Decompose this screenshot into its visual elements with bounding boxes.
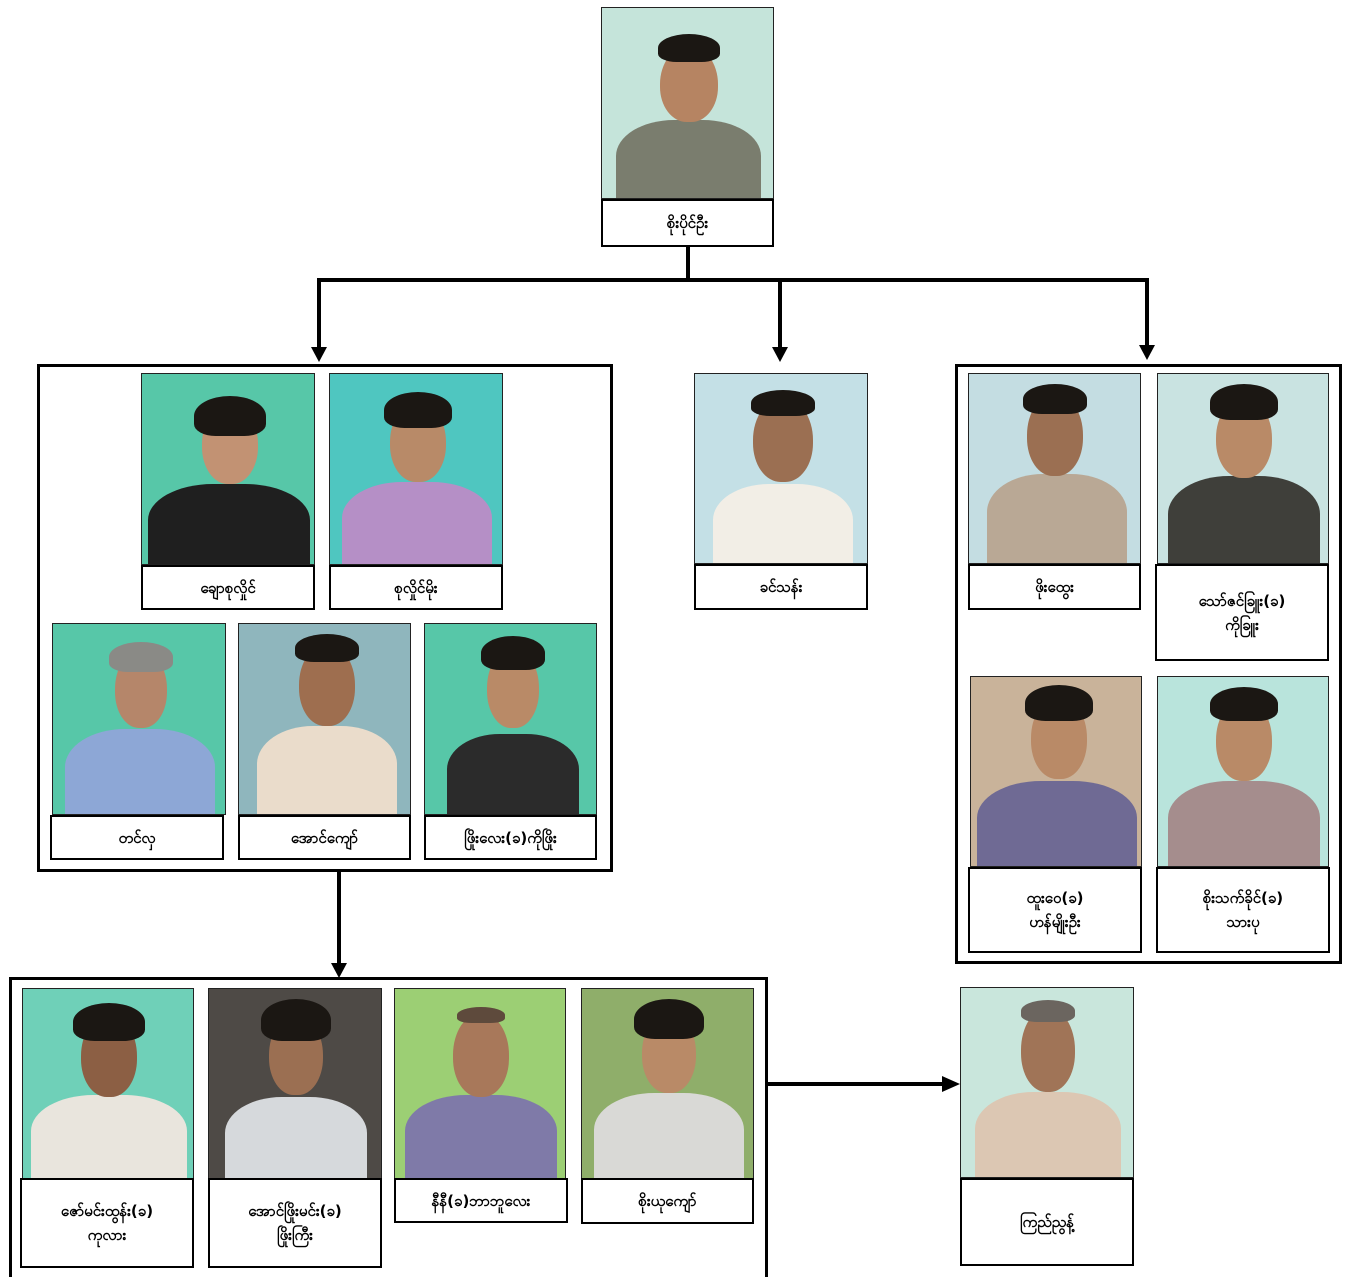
name-g1-1: ချောစုလှိုင်	[141, 565, 315, 610]
torso	[31, 1095, 187, 1178]
hair	[457, 1007, 505, 1023]
torso	[977, 781, 1137, 866]
name-alias: ဖြိုးကြီး	[277, 1226, 313, 1244]
hair	[295, 634, 359, 662]
photo-g3-1	[22, 988, 194, 1179]
torso	[616, 120, 761, 198]
photo-g3-3	[394, 988, 566, 1179]
hair	[194, 396, 266, 436]
arrowhead-group2	[1139, 345, 1155, 360]
name-text: အောင်ဖြိုးမင်း(ခ)	[248, 1202, 342, 1220]
hair	[73, 1003, 145, 1041]
hair	[261, 999, 331, 1041]
hair	[634, 999, 704, 1039]
name-text: စိုးယုကျော်	[638, 1192, 697, 1210]
name-text: ကြည်ညွန့်	[1020, 1213, 1074, 1231]
name-last: ကြည်ညွန့်	[960, 1178, 1134, 1266]
name-g3-4: စိုးယုကျော်	[581, 1178, 754, 1224]
arrowhead-group1	[311, 347, 327, 362]
photo-g3-4	[581, 988, 754, 1179]
torso	[405, 1095, 557, 1178]
torso	[342, 482, 492, 564]
name-alias: ကုလား	[87, 1226, 127, 1244]
photo-g3-2	[208, 988, 382, 1179]
face	[453, 1013, 509, 1097]
name-text: ခင်သန်း	[759, 578, 803, 596]
photo-g1-4	[238, 623, 411, 815]
name-text: ဇော်မင်းထွန်း(ခ)	[60, 1202, 154, 1220]
photo-g2-2	[1157, 373, 1329, 564]
name-g3-3: နီနီ(ခ)ဘာဘူလေး	[394, 1178, 568, 1223]
photo-g1-5	[424, 623, 597, 815]
torso	[65, 729, 215, 814]
name-text: အောင်ကျော်	[290, 828, 359, 847]
hair	[1210, 687, 1278, 721]
torso	[987, 474, 1127, 563]
photo-g2-1	[968, 373, 1141, 564]
arrowhead-last	[942, 1076, 960, 1092]
photo-mid	[694, 373, 868, 564]
name-text: သော်ဇင်ခြူး(ခ)	[1198, 591, 1286, 610]
name-leader: စိုးပိုင်ဦး	[601, 199, 774, 247]
hair	[481, 636, 545, 670]
photo-leader	[601, 7, 774, 199]
name-g3-1: ဇော်မင်းထွန်း(ခ) ကုလား	[20, 1178, 194, 1268]
name-g2-1: ဖိုးထွေး	[968, 564, 1141, 610]
name-alias: ဟန်မျိုးဦး	[1029, 913, 1081, 931]
name-text: ဖိုးထွေး	[1035, 578, 1074, 596]
hair	[109, 642, 173, 672]
name-alias: ကိုခြူး	[1225, 615, 1259, 634]
torso	[447, 734, 579, 814]
name-g1-5: ဖြိုးလေး(ခ)ကိုဖြိုး	[424, 815, 597, 860]
name-g1-2: စုလှိုင်မိုး	[329, 565, 503, 610]
name-g2-3: ထူးဝေ(ခ) ဟန်မျိုးဦး	[968, 867, 1142, 953]
photo-last	[960, 987, 1134, 1178]
photo-g2-3	[970, 676, 1142, 867]
torso	[257, 726, 397, 814]
torso	[975, 1092, 1121, 1177]
hair	[751, 390, 815, 416]
photo-g2-4	[1157, 676, 1329, 867]
name-g3-2: အောင်ဖြိုးမင်း(ခ) ဖြိုးကြီး	[208, 1178, 382, 1268]
hair	[1210, 384, 1278, 420]
hair	[1023, 384, 1087, 414]
name-text: ထူးဝေ(ခ)	[1026, 889, 1084, 907]
photo-g1-1	[141, 373, 315, 565]
photo-g1-2	[329, 373, 503, 565]
torso	[594, 1093, 744, 1178]
name-text: နီနီ(ခ)ဘာဘူလေး	[431, 1191, 531, 1210]
torso	[1168, 781, 1320, 866]
name-text: တင်လှ	[118, 828, 156, 847]
hair	[384, 392, 452, 428]
name-text: စုလှိုင်မိုး	[394, 578, 438, 597]
face	[1021, 1008, 1075, 1092]
hair	[1021, 1000, 1075, 1022]
name-g1-4: အောင်ကျော်	[238, 815, 411, 860]
hair	[1025, 685, 1093, 721]
name-text: ဖြိုးလေး(ခ)ကိုဖြိုး	[464, 828, 557, 847]
photo-g1-3	[52, 623, 226, 815]
name-text: ချောစုလှိုင်	[200, 578, 256, 597]
torso	[1168, 476, 1320, 563]
torso	[225, 1097, 367, 1178]
name-g1-3: တင်လှ	[50, 815, 224, 860]
name-text: စိုးပိုင်ဦး	[666, 214, 709, 232]
name-g2-4: စိုးသက်ခိုင်(ခ) သားပု	[1156, 867, 1330, 953]
name-mid: ခင်သန်း	[694, 564, 868, 610]
arrowhead-group3	[331, 963, 347, 978]
name-alias: သားပု	[1226, 913, 1260, 931]
arrowhead-mid	[772, 347, 788, 362]
name-g2-2: သော်ဇင်ခြူး(ခ) ကိုခြူး	[1155, 564, 1329, 661]
torso	[148, 484, 310, 564]
torso	[713, 484, 853, 563]
hair	[658, 34, 720, 62]
name-text: စိုးသက်ခိုင်(ခ)	[1202, 889, 1284, 907]
